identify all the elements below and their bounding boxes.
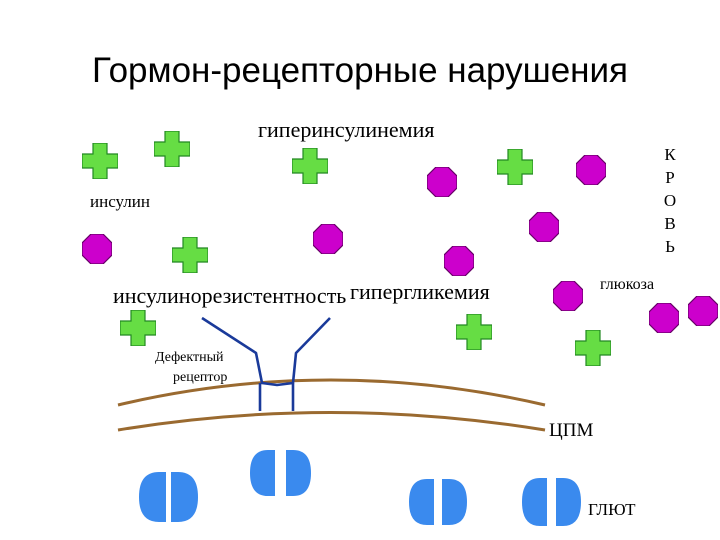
- glut-transporter-icon: [522, 478, 581, 526]
- glucose-molecule-icon: [427, 167, 457, 197]
- glut-transporter-icon: [250, 450, 311, 496]
- insulin-molecule-icon: [120, 310, 156, 346]
- glut-transporter-icon: [409, 479, 467, 525]
- insulin-molecule-icon: [456, 314, 492, 350]
- glucose-molecule-icon: [576, 155, 606, 185]
- glut-transporter-icon: [139, 472, 198, 522]
- insulin-label: инсулин: [90, 192, 150, 211]
- glucose-molecule-icon: [649, 303, 679, 333]
- insulin-molecule-icon: [292, 148, 328, 184]
- glut-label: ГЛЮТ: [588, 500, 636, 519]
- glucose-molecule-icon: [529, 212, 559, 242]
- membrane-label: ЦПМ: [549, 420, 593, 441]
- insulin-molecule-icon: [172, 237, 208, 273]
- defective-receptor-label-line2: рецептор: [173, 370, 227, 385]
- defective-receptor-icon: [201, 316, 331, 411]
- hyperinsulinemia-label: гиперинсулинемия: [258, 117, 435, 142]
- glucose-molecule-icon: [82, 234, 112, 264]
- insulin-molecule-icon: [575, 330, 611, 366]
- glucose-molecule-icon: [444, 246, 474, 276]
- page-title: Гормон-рецепторные нарушения: [92, 51, 628, 90]
- insulin-molecule-icon: [497, 149, 533, 185]
- insulin-molecule-icon: [82, 143, 118, 179]
- hyperglycemia-label: гипергликемия: [350, 279, 490, 304]
- blood-letter: В: [664, 214, 675, 233]
- blood-letter: Р: [665, 168, 674, 187]
- glucose-molecule-icon: [313, 224, 343, 254]
- glucose-molecule-icon: [553, 281, 583, 311]
- blood-letter: Ь: [665, 237, 675, 256]
- insulin-resistance-label: инсулинорезистентность: [113, 283, 346, 308]
- defective-receptor-label-line1: Дефектный: [155, 350, 224, 365]
- glucose-label: глюкоза: [600, 276, 654, 293]
- glucose-molecule-icon: [688, 296, 718, 326]
- blood-vertical-label: К Р О В Ь: [664, 145, 676, 256]
- blood-letter: О: [664, 191, 676, 210]
- insulin-molecule-icon: [154, 131, 190, 167]
- membrane-inner-line: [117, 411, 546, 432]
- blood-letter: К: [664, 145, 676, 164]
- membrane-outer-line: [117, 378, 546, 407]
